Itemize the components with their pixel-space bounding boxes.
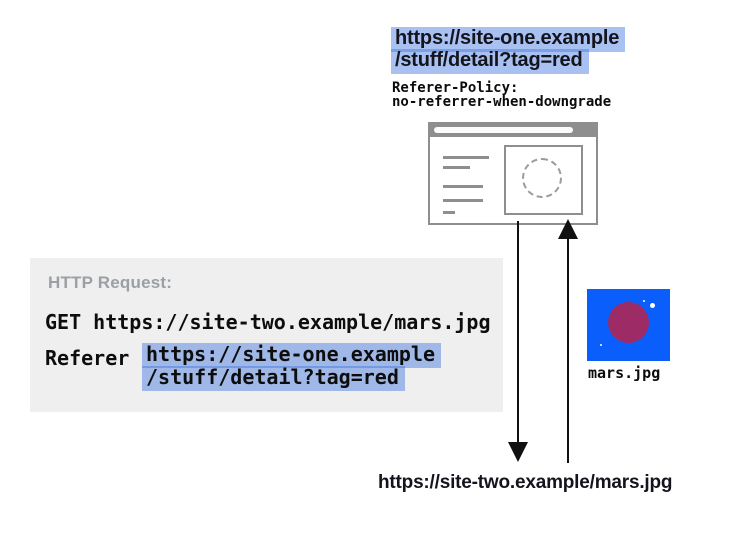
address-bar [434, 127, 573, 133]
http-request-title: HTTP Request: [48, 273, 173, 292]
site-one-url-line1: https://site-one.example [391, 27, 626, 52]
referer-header-label: Referer [45, 346, 130, 370]
referer-policy-line2: no-referrer-when-downgrade [392, 94, 612, 110]
browser-toolbar [430, 124, 596, 137]
star-dot-icon [600, 344, 602, 346]
site-one-url-line2: /stuff/detail?tag=red [391, 49, 589, 74]
http-request-get-line: GET https://site-two.example/mars.jpg [45, 310, 491, 334]
mars-filename-label: mars.jpg [588, 364, 661, 382]
text-placeholder-line [443, 199, 483, 202]
referer-value-line1: https://site-one.example [142, 343, 441, 368]
planet-circle-icon [608, 302, 649, 343]
referer-policy-annotation: Referer-Policy: no-referrer-when-downgra… [392, 81, 611, 109]
destination-url: https://site-two.example/mars.jpg [378, 472, 673, 493]
referer-value-line2: /stuff/detail?tag=red [142, 366, 405, 391]
text-placeholder-line [443, 166, 470, 169]
browser-window [428, 122, 598, 225]
response-arrow-line [567, 237, 569, 463]
referer-header-value: https://site-one.example /stuff/detail?t… [142, 343, 441, 391]
up-arrow-icon [558, 219, 578, 239]
image-placeholder-circle-icon [522, 158, 562, 198]
request-arrow-line [517, 221, 519, 443]
image-frame [504, 145, 583, 215]
referer-policy-line1: Referer-Policy: [392, 80, 519, 96]
site-one-url: https://site-one.example /stuff/detail?t… [391, 27, 626, 74]
text-placeholder-line [443, 156, 489, 159]
mars-thumbnail [587, 289, 670, 361]
text-placeholder-line [443, 211, 455, 214]
star-dot-icon [650, 303, 655, 308]
http-request-box: HTTP Request: GET https://site-two.examp… [30, 258, 503, 412]
down-arrow-icon [508, 442, 528, 462]
star-dot-icon [643, 300, 645, 302]
text-placeholder-line [443, 185, 483, 188]
